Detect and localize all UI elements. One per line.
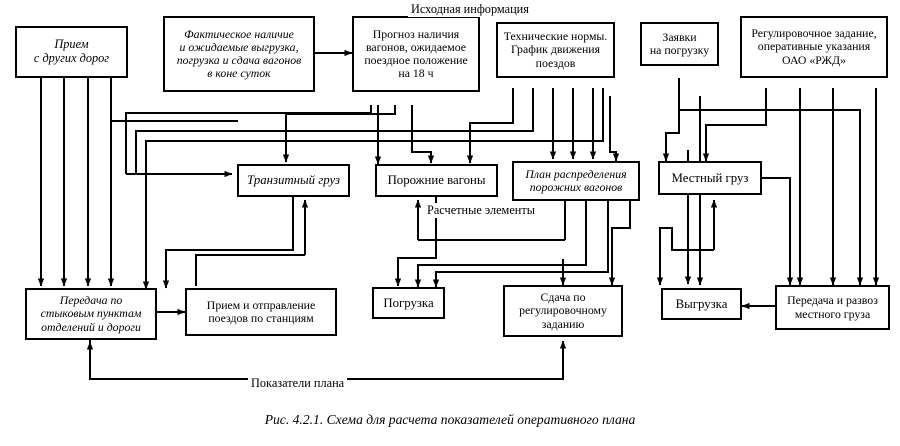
node-label: Порожние вагоны — [387, 173, 486, 188]
node-vygruzka[interactable]: Выгрузка — [661, 288, 742, 320]
node-pogruzka[interactable]: Погрузка — [372, 287, 445, 319]
node-mestnyy-gruz[interactable]: Местный груз — [658, 161, 762, 195]
node-label: Регулировочное задание,оперативные указа… — [751, 26, 877, 67]
node-label: Транзитный груз — [247, 173, 340, 188]
node-regulirovochnoe-zadanie[interactable]: Регулировочное задание,оперативные указа… — [740, 16, 888, 78]
section-label-plan-indicators: Показатели плана — [248, 376, 348, 391]
section-label-source-information: Исходная информация — [408, 2, 532, 17]
node-porozhnie-vagony[interactable]: Порожние вагоны — [375, 164, 498, 197]
node-label: Выгрузка — [675, 296, 728, 311]
section-label-calculation-elements: Расчетные элементы — [424, 203, 539, 218]
node-tranzitnyy-gruz[interactable]: Транзитный груз — [237, 164, 350, 197]
node-label: Погрузка — [383, 295, 434, 310]
node-label: Местный груз — [671, 170, 749, 185]
figure-caption: Рис. 4.2.1. Схема для расчета показателе… — [264, 412, 636, 427]
